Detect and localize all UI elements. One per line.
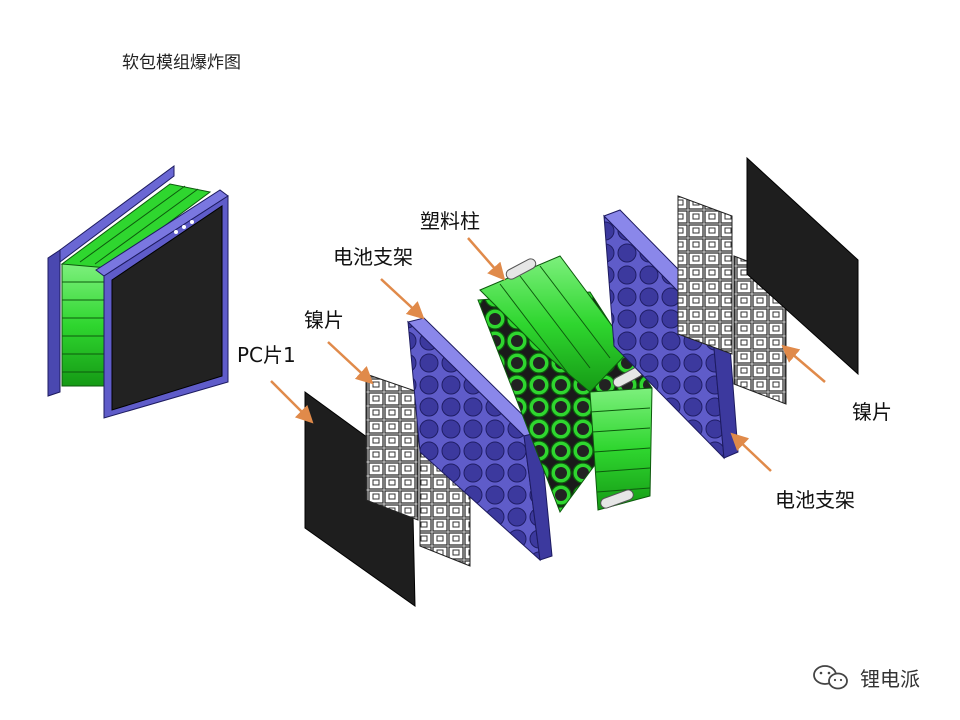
assembled-cells [60, 183, 212, 387]
label-plastic-pillar: 塑料柱 [420, 209, 480, 233]
plastic-pillar [505, 258, 537, 280]
assembled-module [47, 165, 229, 419]
label-pc-sheet: PC片1 [237, 343, 296, 367]
page-title: 软包模组爆炸图 [122, 53, 241, 73]
watermark: 锂电派 [812, 662, 920, 692]
label-arrows [270, 237, 826, 472]
plastic-pillar [600, 489, 634, 509]
label-nickel-right: 镍片 [852, 400, 892, 424]
watermark-text: 锂电派 [860, 666, 920, 691]
label-nickel-left: 镍片 [304, 308, 344, 332]
battery-holder-left [407, 317, 553, 562]
nickel-strip-right [677, 195, 787, 405]
wechat-icon [813, 665, 848, 690]
cell-block [477, 255, 653, 514]
label-battery-holder-right: 电池支架 [775, 488, 855, 512]
label-battery-holder-left: 电池支架 [333, 245, 413, 269]
pc-sheet-right [746, 156, 859, 376]
